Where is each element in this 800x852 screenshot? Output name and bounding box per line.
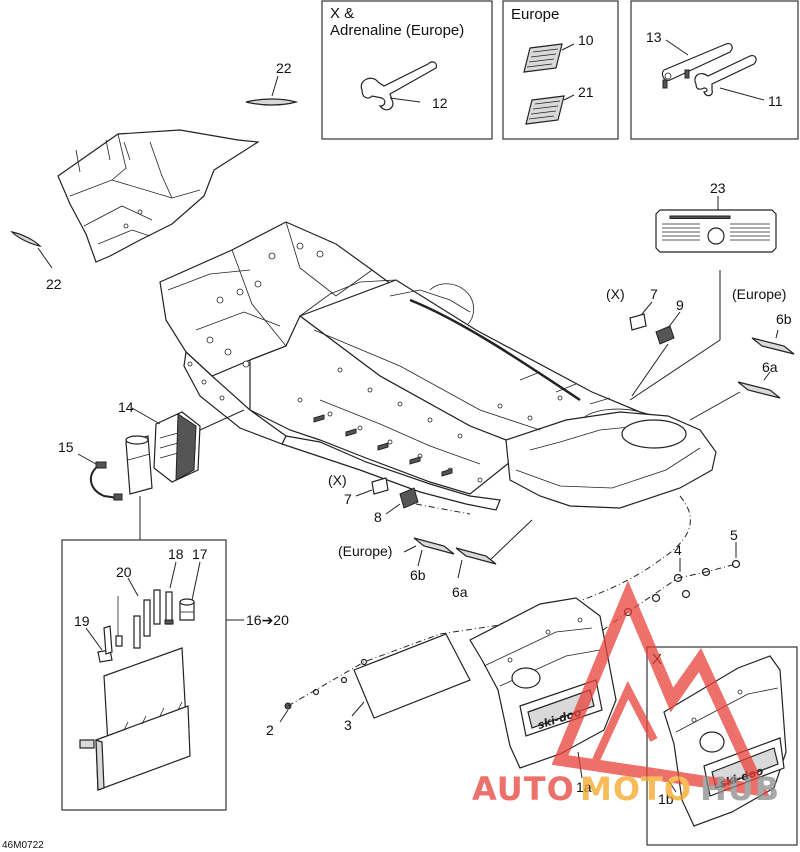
- bracket-9: [655, 325, 675, 345]
- qualifier-europe-right: (Europe): [732, 286, 786, 302]
- reflector-6b-upper: [751, 337, 795, 355]
- inset-europe-title: Europe: [511, 6, 559, 23]
- reflector-6a-upper: [737, 381, 781, 399]
- tool-set-20: [115, 589, 161, 649]
- chassis-frame: [159, 221, 717, 511]
- qualifier-x-upper: (X): [606, 286, 625, 302]
- qualifier-europe-lower: (Europe): [338, 543, 392, 559]
- callout-13: 13: [646, 29, 662, 45]
- callout-20: 20: [116, 564, 132, 580]
- inset-x-adrenaline: X & Adrenaline (Europe) 12: [321, 0, 493, 140]
- inset-europe: Europe 10 21: [502, 0, 619, 140]
- watermark-text-auto: AUTO: [472, 770, 575, 808]
- inset-tools: 13 11: [630, 0, 799, 140]
- strip-22-bottom: [10, 231, 42, 247]
- callout-22-bottom: 22: [46, 276, 62, 292]
- inset-x-adrenaline-title-2: Adrenaline (Europe): [330, 22, 464, 39]
- reflector-6a-lower: [455, 547, 497, 565]
- callout-7-lower: 7: [344, 491, 352, 507]
- callout-3: 3: [344, 717, 352, 733]
- callout-11: 11: [768, 93, 783, 109]
- spanner-wrench-12: [360, 61, 437, 111]
- warning-decal-23: [655, 209, 777, 253]
- callout-12: 12: [432, 95, 448, 111]
- callout-4: 4: [674, 542, 682, 558]
- clip-7-lower: [371, 477, 389, 495]
- tool-tube-16: [125, 435, 153, 495]
- callout-10: 10: [578, 32, 594, 48]
- callout-6a-upper: 6a: [762, 359, 778, 375]
- fuse-19: [97, 625, 113, 663]
- leader-8: [415, 503, 471, 515]
- callout-22-top: 22: [276, 60, 292, 76]
- leader-screws: [287, 621, 521, 707]
- callout-9: 9: [676, 297, 684, 313]
- callout-21: 21: [578, 84, 594, 100]
- callout-1b: 1b: [658, 791, 674, 807]
- callout-19: 19: [74, 613, 90, 629]
- callout-14: 14: [118, 399, 134, 415]
- callout-7-upper: 7: [650, 286, 658, 302]
- callout-1a: 1a: [576, 779, 592, 795]
- leader-bumper: [499, 495, 691, 625]
- tool-bag-14: [153, 411, 201, 483]
- callout-18: 18: [168, 546, 184, 562]
- callout-6b-lower: 6b: [410, 567, 426, 583]
- inset-x-bumper: X ski-doo 1b: [646, 646, 798, 846]
- callout-15: 15: [58, 439, 74, 455]
- qualifier-x-lower: (X): [328, 472, 347, 488]
- tool-kit-inset: 16➔20 20 18 17 19: [61, 539, 289, 811]
- diagram-code: 46M0722: [2, 840, 44, 851]
- tool-13: [661, 43, 733, 89]
- pan-liner: [57, 129, 260, 263]
- clip-7-upper: [629, 313, 647, 331]
- wrench-11: [694, 55, 757, 97]
- leader-14: [199, 409, 245, 431]
- callout-6b-upper: 6b: [776, 311, 792, 327]
- reflector-10: [523, 43, 563, 73]
- watermark-text-moto: MOTO: [580, 770, 692, 808]
- reflector-6b-lower: [413, 537, 455, 555]
- grommets-4-5: [623, 559, 741, 617]
- tool-pouch: [79, 647, 191, 791]
- callout-8: 8: [374, 509, 382, 525]
- callout-23: 23: [710, 180, 726, 196]
- callout-16-20: 16➔20: [246, 612, 289, 628]
- leader-6a-lower: [489, 519, 533, 561]
- reflector-21: [525, 95, 565, 125]
- inset-x-adrenaline-title-1: X &: [330, 5, 354, 22]
- plate-3: [353, 633, 471, 719]
- watermark-text-hub: HUB: [700, 770, 780, 808]
- watermark: AUTO MOTO HUB: [472, 580, 780, 808]
- callout-17: 17: [192, 546, 208, 562]
- spark-plug-wrench-18: [164, 591, 174, 625]
- callout-2: 2: [266, 722, 274, 738]
- strip-22-top: [245, 98, 299, 106]
- leader-23: [629, 270, 721, 401]
- leader-9: [631, 343, 669, 397]
- strap-15: [89, 461, 123, 501]
- bracket-8: [399, 487, 419, 509]
- callout-5: 5: [730, 527, 738, 543]
- socket-17: [179, 598, 195, 621]
- callout-6a-lower: 6a: [452, 584, 468, 600]
- leader-6a-upper: [689, 391, 741, 421]
